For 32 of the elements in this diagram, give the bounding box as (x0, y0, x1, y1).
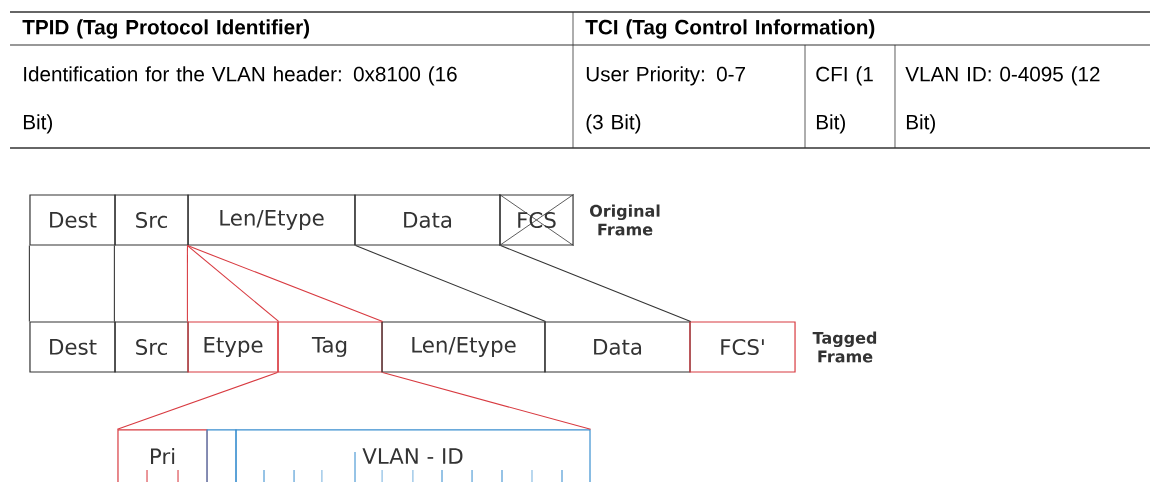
field-box: Dest (29, 321, 116, 373)
field-box: Data (354, 194, 501, 246)
table-cell: VLAN ID: 0-4095 (12 Bit) (905, 66, 1100, 134)
connector-line (382, 372, 592, 430)
field-box: Etype (187, 321, 279, 373)
crossed-field-box: FCS (498, 194, 575, 246)
connector-line (28, 245, 30, 322)
table-cell: User Priority: 0-7 (3 Bit) (586, 66, 745, 134)
field-box: FCS' (689, 321, 796, 373)
connector-line (186, 245, 384, 322)
connector-line (113, 245, 115, 322)
connector-line (116, 372, 278, 430)
table-cell: TPID (Tag Protocol Identifier) (22, 19, 310, 39)
field-box: Data (544, 321, 691, 373)
table-cell: Identification for the VLAN header: 0x8100 (16 Bit) (24, 66, 457, 134)
field-box: Len/Etype (381, 321, 546, 373)
connector-line (500, 245, 692, 322)
connector-line (186, 245, 280, 322)
field-box: Len/Etype (187, 194, 356, 246)
frame-label: Original Frame (590, 204, 660, 236)
field-box: Src (114, 321, 189, 373)
field-box: Src (114, 194, 189, 246)
frame-label: Tagged Frame (812, 331, 877, 363)
field-box: Dest (29, 194, 116, 246)
field-box: VLAN - ID (235, 429, 591, 482)
table-cell: CFI (1 Bit) (816, 66, 873, 134)
connector-line (355, 245, 547, 322)
connector-line (186, 245, 188, 322)
table-cell: TCI (Tag Control Information) (585, 19, 875, 39)
field-box: Tag (277, 321, 383, 373)
field-box (206, 429, 237, 482)
field-box: Pri (117, 429, 208, 482)
